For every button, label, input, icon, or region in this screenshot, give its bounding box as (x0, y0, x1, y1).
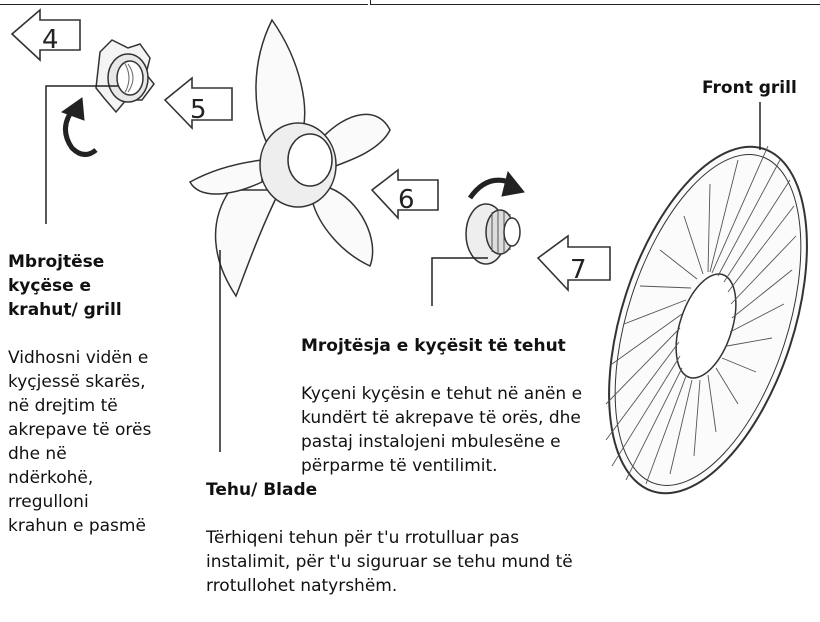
step-arrow-5: 5 (165, 78, 232, 128)
guard-title: Mbrojtëse kyçëse e krahut/ grill (8, 250, 188, 322)
leader-hub (432, 258, 488, 306)
step-number-4: 4 (42, 25, 59, 55)
front-grill-label: Front grill (702, 76, 797, 100)
step-arrow-6: 6 (372, 170, 438, 218)
blade-hub-lock (466, 204, 520, 264)
front-grill (571, 122, 820, 518)
guard-label: Mbrojtëse kyçëse e krahut/ grill Vidhosn… (8, 226, 188, 562)
step-number-6: 6 (398, 185, 415, 215)
step-arrow-4: 4 (12, 10, 80, 60)
step-arrow-7: 7 (538, 236, 610, 290)
assembly-diagram: 4 5 6 7 (0, 0, 820, 557)
step-number-7: 7 (570, 255, 587, 285)
blade-label: Tehu/ Blade Tërhiqeni tehun për t'u rrot… (206, 454, 606, 622)
hub-title: Mrojtësja e kyçësit të tehut (301, 334, 601, 358)
step-number-5: 5 (190, 95, 207, 125)
rotate-arrow-icon-hub (470, 172, 524, 198)
blade-title: Tehu/ Blade (206, 478, 606, 502)
rotate-arrow-icon (62, 98, 96, 155)
blade-description: Tërhiqeni tehun për t'u rrotulluar pas i… (206, 526, 606, 598)
guard-description: Vidhosni vidën e kyçjessë skarës, në dre… (8, 346, 188, 538)
grill-lock-nut (96, 40, 154, 112)
